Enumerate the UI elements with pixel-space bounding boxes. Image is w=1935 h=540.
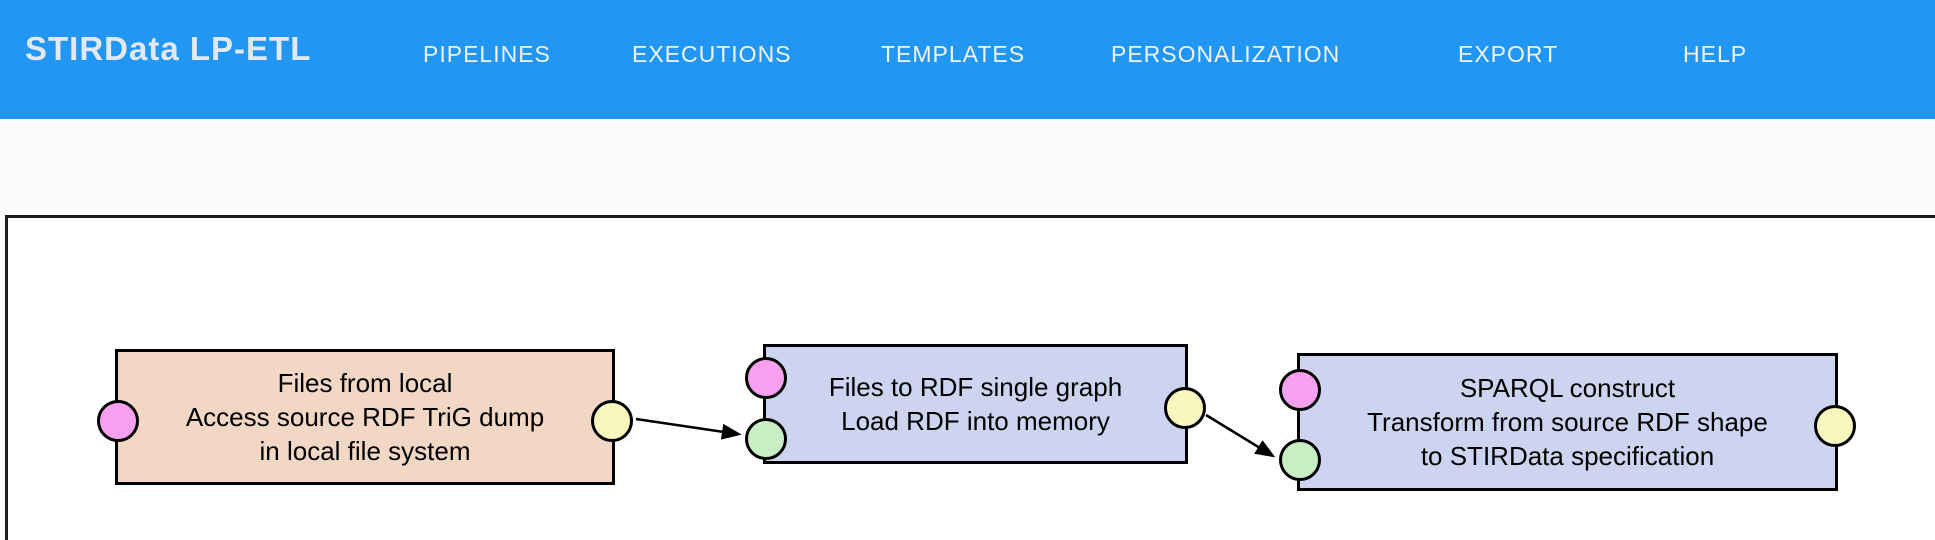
configuration-port[interactable] [745, 357, 787, 399]
nav-item-personalization[interactable]: PERSONALIZATION [1111, 41, 1341, 67]
nav-item-help[interactable]: HELP [1683, 41, 1748, 67]
input-port[interactable] [745, 418, 787, 460]
edge-files-to-rdf[interactable] [635, 417, 742, 440]
node-label-line: Access source RDF TriG dump [185, 402, 545, 432]
title-bar: Czech BR to STIRData - Part 1 [0, 119, 1935, 299]
node-label-line: to STIRData specification [1420, 441, 1715, 471]
configuration-port[interactable] [97, 400, 139, 442]
app-header: STIRData LP-ETL PIPELINES EXECUTIONS TEM… [0, 0, 1935, 119]
output-port[interactable] [1164, 387, 1206, 429]
nav-item-templates[interactable]: TEMPLATES [881, 41, 1026, 67]
node-sparql-construct[interactable]: SPARQL construct Transform from source R… [1279, 353, 1856, 491]
configuration-port[interactable] [1279, 369, 1321, 411]
node-label-line: Files from local [277, 368, 453, 398]
node-label-line: in local file system [259, 436, 471, 466]
node-label-line: Files to RDF single graph [828, 372, 1123, 402]
nav-item-executions[interactable]: EXECUTIONS [632, 41, 792, 67]
input-port[interactable] [1279, 439, 1321, 481]
node-files-to-rdf-single-graph[interactable]: Files to RDF single graph Load RDF into … [745, 344, 1206, 464]
app-brand: STIRData LP-ETL [25, 30, 312, 67]
output-port[interactable] [1814, 405, 1856, 447]
output-port[interactable] [591, 400, 633, 442]
node-label-line: Load RDF into memory [841, 406, 1110, 436]
node-label-line: Transform from source RDF shape [1367, 407, 1768, 437]
nav-item-pipelines[interactable]: PIPELINES [423, 41, 551, 67]
edge-layer [635, 413, 1276, 458]
node-files-from-local[interactable]: Files from local Access source RDF TriG … [97, 349, 633, 485]
nav-item-export[interactable]: EXPORT [1458, 41, 1559, 67]
node-label-line: SPARQL construct [1459, 373, 1676, 403]
edge-rdf-to-sparql[interactable] [1205, 413, 1276, 458]
pipeline-canvas[interactable]: Files from local Access source RDF TriG … [5, 215, 1935, 540]
